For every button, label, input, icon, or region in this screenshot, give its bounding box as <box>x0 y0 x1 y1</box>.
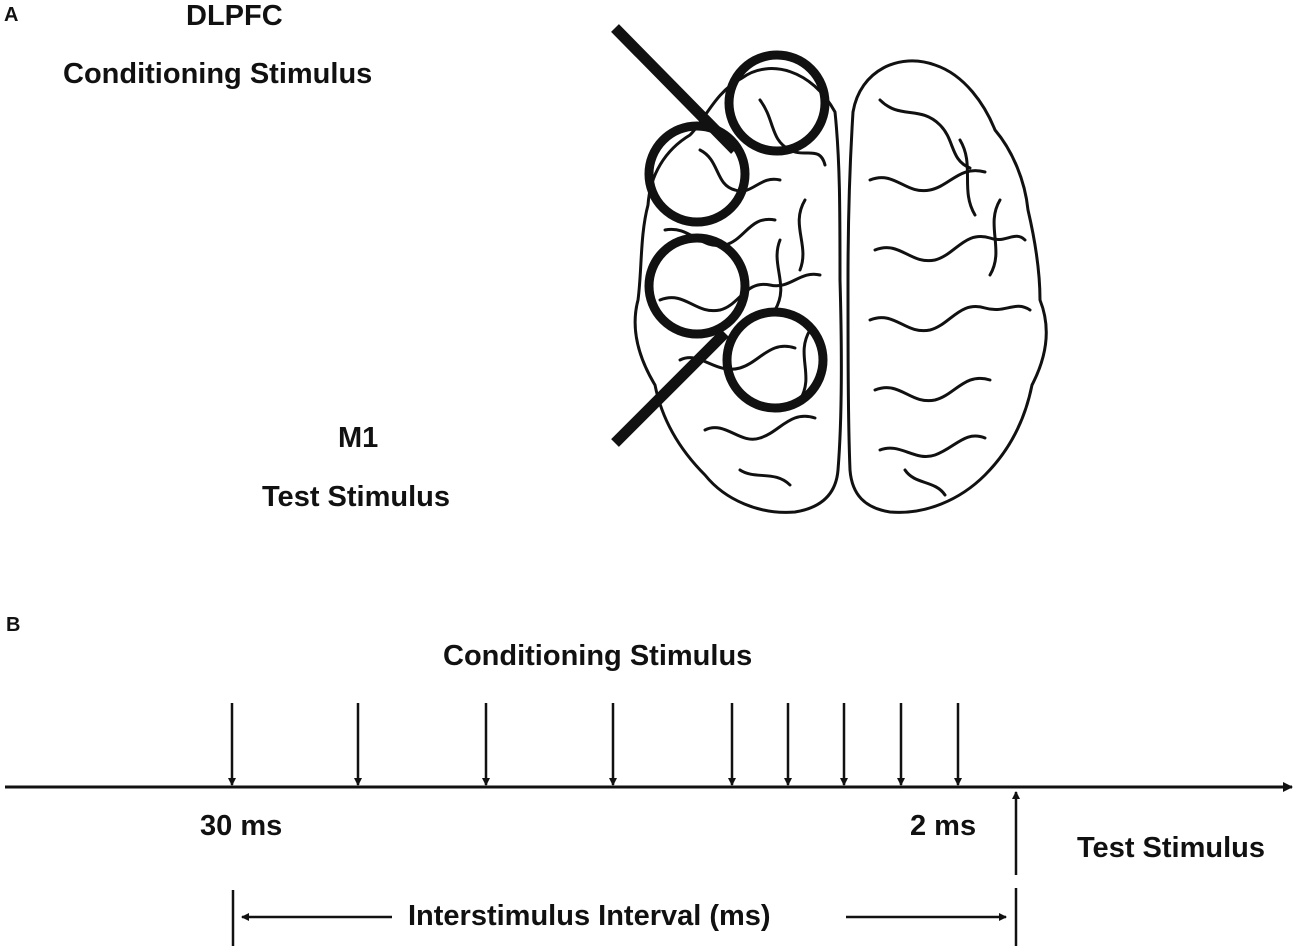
conditioning-stimulus-label-b: Conditioning Stimulus <box>443 640 753 672</box>
conditioning-pulses <box>228 703 962 786</box>
coil-handle-dlpfc <box>611 24 739 154</box>
coil-circle-dlpfc-lower <box>644 121 750 227</box>
first-isi-label: 30 ms <box>200 810 283 842</box>
panel-a-letter: A <box>4 4 19 26</box>
test-stimulus-label-b: Test Stimulus <box>1077 832 1265 864</box>
coil-circle-m1-lower <box>722 307 828 413</box>
coil-markers <box>644 50 830 413</box>
coil-circle-m1-upper <box>644 233 750 339</box>
coil-handle-m1 <box>611 329 729 447</box>
right-hemisphere <box>846 59 1048 514</box>
dlpfc-label: DLPFC <box>186 0 283 32</box>
m1-label: M1 <box>338 422 379 454</box>
interstimulus-interval-label: Interstimulus Interval (ms) <box>408 900 771 932</box>
test-stimulus-label-a: Test Stimulus <box>262 481 450 513</box>
last-isi-label: 2 ms <box>910 810 977 842</box>
coil-circle-dlpfc-top <box>724 50 830 156</box>
panel-b-letter: B <box>6 614 21 636</box>
conditioning-stimulus-label-a: Conditioning Stimulus <box>63 58 373 90</box>
